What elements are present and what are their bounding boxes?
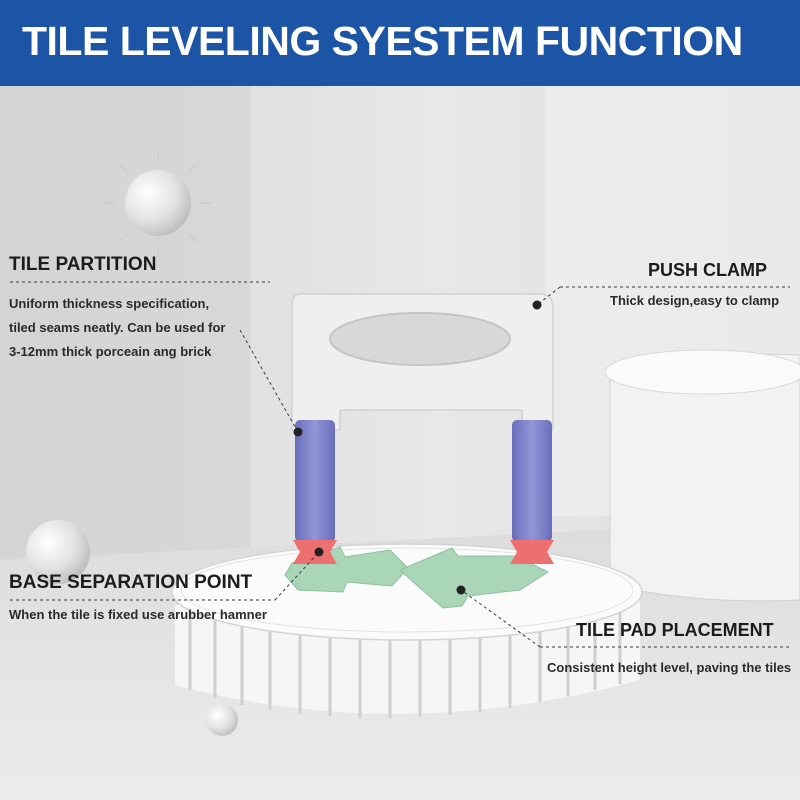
base-separation-point-title: BASE SEPARATION POINT [9,572,253,593]
pointer-dot [532,300,542,310]
tile-partition-title: TILE PARTITION [9,254,157,275]
clamp-window [329,312,511,366]
leader-line [460,589,541,648]
separation-point [510,540,554,564]
sun-icon [104,149,212,257]
leader-line [536,286,561,306]
title-banner: TILE LEVELING SYESTEM FUNCTION [0,0,800,86]
left-wall-panel [0,86,250,556]
base-separation-point-desc: When the tile is fixed use arubber hamne… [9,607,267,622]
sphere-icon [206,704,238,736]
push-clamp-desc: Thick design,easy to clamp [610,293,780,308]
pointer-dot [456,585,466,595]
leader-line [274,551,320,601]
push-clamp-title: PUSH CLAMP [648,260,768,280]
pointer-dot [293,427,303,437]
tile-pad-placement-title: TILE PAD PLACEMENT [576,620,774,640]
tile-partition-desc-line: tiled seams neatly. Can be used for [9,320,226,335]
tile-partition-desc-line: Uniform thickness specification, [9,296,210,311]
cylinder-top [604,349,800,395]
tile-partition-desc-line: 3-12mm thick porceain ang brick [9,344,212,359]
leader-line [239,329,299,433]
partition-leg [295,420,335,542]
partition-leg [512,420,552,542]
leveling-clip-icon [284,293,554,609]
pointer-dot [314,547,324,557]
tile-pad-placement-desc: Consistent height level, paving the tile… [547,660,792,675]
sphere-icon [26,520,90,584]
banner-title: TILE LEVELING SYESTEM FUNCTION [22,18,743,64]
product-scene [0,86,800,800]
